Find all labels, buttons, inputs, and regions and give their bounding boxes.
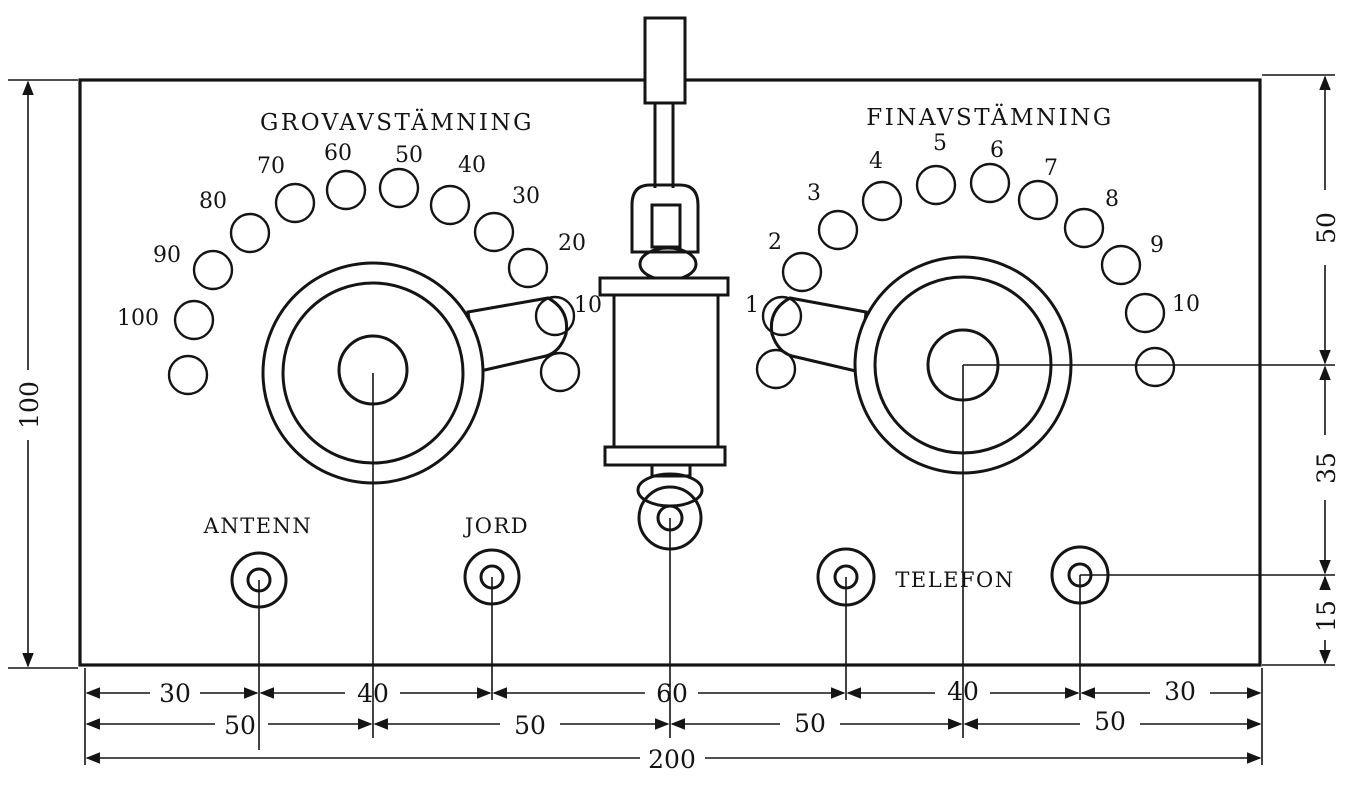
contact-stud (429, 184, 471, 226)
coarse-knob-pointer (466, 296, 569, 374)
detector-assembly (598, 16, 730, 551)
dimension-label: 50 (1094, 707, 1126, 736)
total-height-label: 100 (15, 381, 44, 429)
scale-number: 90 (153, 243, 181, 268)
contact-stud (1100, 244, 1142, 286)
contact-stud (167, 354, 209, 396)
scale-number: 100 (117, 306, 159, 331)
dimension-label: 35 (1312, 452, 1341, 484)
detector-clamp (650, 203, 682, 249)
contact-stud (861, 180, 903, 222)
contact-stud (534, 295, 576, 337)
dimension-label: 50 (224, 711, 256, 740)
coarse-scale-numbers: 100 90 80 70 60 50 40 30 20 10 (117, 141, 602, 331)
scale-number: 9 (1150, 233, 1164, 258)
scale-number: 6 (990, 138, 1004, 163)
telephone-label: TELEFON (895, 568, 1014, 592)
scale-number: 1 (745, 293, 759, 318)
contact-stud (1017, 179, 1059, 221)
fine-tuning-label: FINAVSTÄMNING (866, 104, 1113, 131)
scale-number: 10 (1172, 292, 1200, 317)
scale-number: 20 (558, 231, 586, 256)
coarse-tuning-knob (261, 261, 569, 485)
contact-stud (325, 169, 367, 211)
contact-stud (473, 211, 515, 253)
detector-top-cap (598, 276, 730, 297)
antenna-label: ANTENN (203, 514, 313, 538)
fine-contact-studs (755, 162, 1176, 390)
contact-stud (781, 251, 823, 293)
dimension-label: 40 (947, 677, 979, 706)
extension-lines (8, 74, 1335, 765)
contact-stud (1134, 346, 1176, 388)
fine-knob-pointer (769, 296, 868, 374)
scale-number: 4 (869, 149, 883, 174)
dimension-label: 30 (159, 679, 191, 708)
detector-body (612, 293, 720, 449)
fine-scale-numbers: 1 2 3 4 5 6 7 8 9 10 (745, 131, 1200, 318)
contact-stud (969, 162, 1011, 204)
dimension-label: 40 (357, 679, 389, 708)
scale-number: 40 (458, 153, 486, 178)
contact-stud (173, 299, 215, 341)
dimension-label: 50 (794, 709, 826, 738)
scale-number: 2 (768, 230, 782, 255)
detector-bottom-cap (603, 445, 727, 467)
total-width-label: 200 (648, 745, 696, 774)
dimension-label: 50 (514, 711, 546, 740)
contact-stud (1063, 207, 1105, 249)
detector-lower-cap (636, 472, 704, 508)
coarse-contact-studs (167, 167, 581, 396)
contact-stud (229, 212, 271, 254)
coarse-tuning-label: GROVAVSTÄMNING (260, 109, 534, 136)
contact-stud (192, 249, 234, 291)
contact-stud (755, 348, 797, 390)
scale-number: 10 (574, 293, 602, 318)
scale-number: 60 (324, 141, 352, 166)
scale-number: 80 (199, 189, 227, 214)
scale-number: 30 (512, 184, 540, 209)
scale-number: 70 (257, 154, 285, 179)
detector-handle (643, 16, 687, 105)
scale-number: 7 (1044, 156, 1058, 181)
contact-stud (1124, 292, 1166, 334)
contact-stud (539, 351, 581, 393)
contact-stud (274, 182, 316, 224)
scale-number: 3 (807, 181, 821, 206)
contact-stud (378, 167, 420, 209)
contact-stud (817, 209, 859, 251)
scale-number: 50 (395, 143, 423, 168)
dimension-label: 60 (656, 679, 688, 708)
dimension-label: 30 (1164, 677, 1196, 706)
contact-stud (915, 164, 957, 206)
scale-number: 5 (933, 131, 947, 156)
contact-stud (507, 247, 549, 289)
dimension-label: 50 (1312, 212, 1341, 244)
ground-label: JORD (463, 514, 529, 538)
contact-stud (761, 295, 803, 337)
dimension-label: 15 (1312, 600, 1341, 632)
detector-lower-mount (650, 465, 692, 478)
scale-number: 8 (1105, 187, 1119, 212)
detector-bracket (630, 183, 700, 254)
